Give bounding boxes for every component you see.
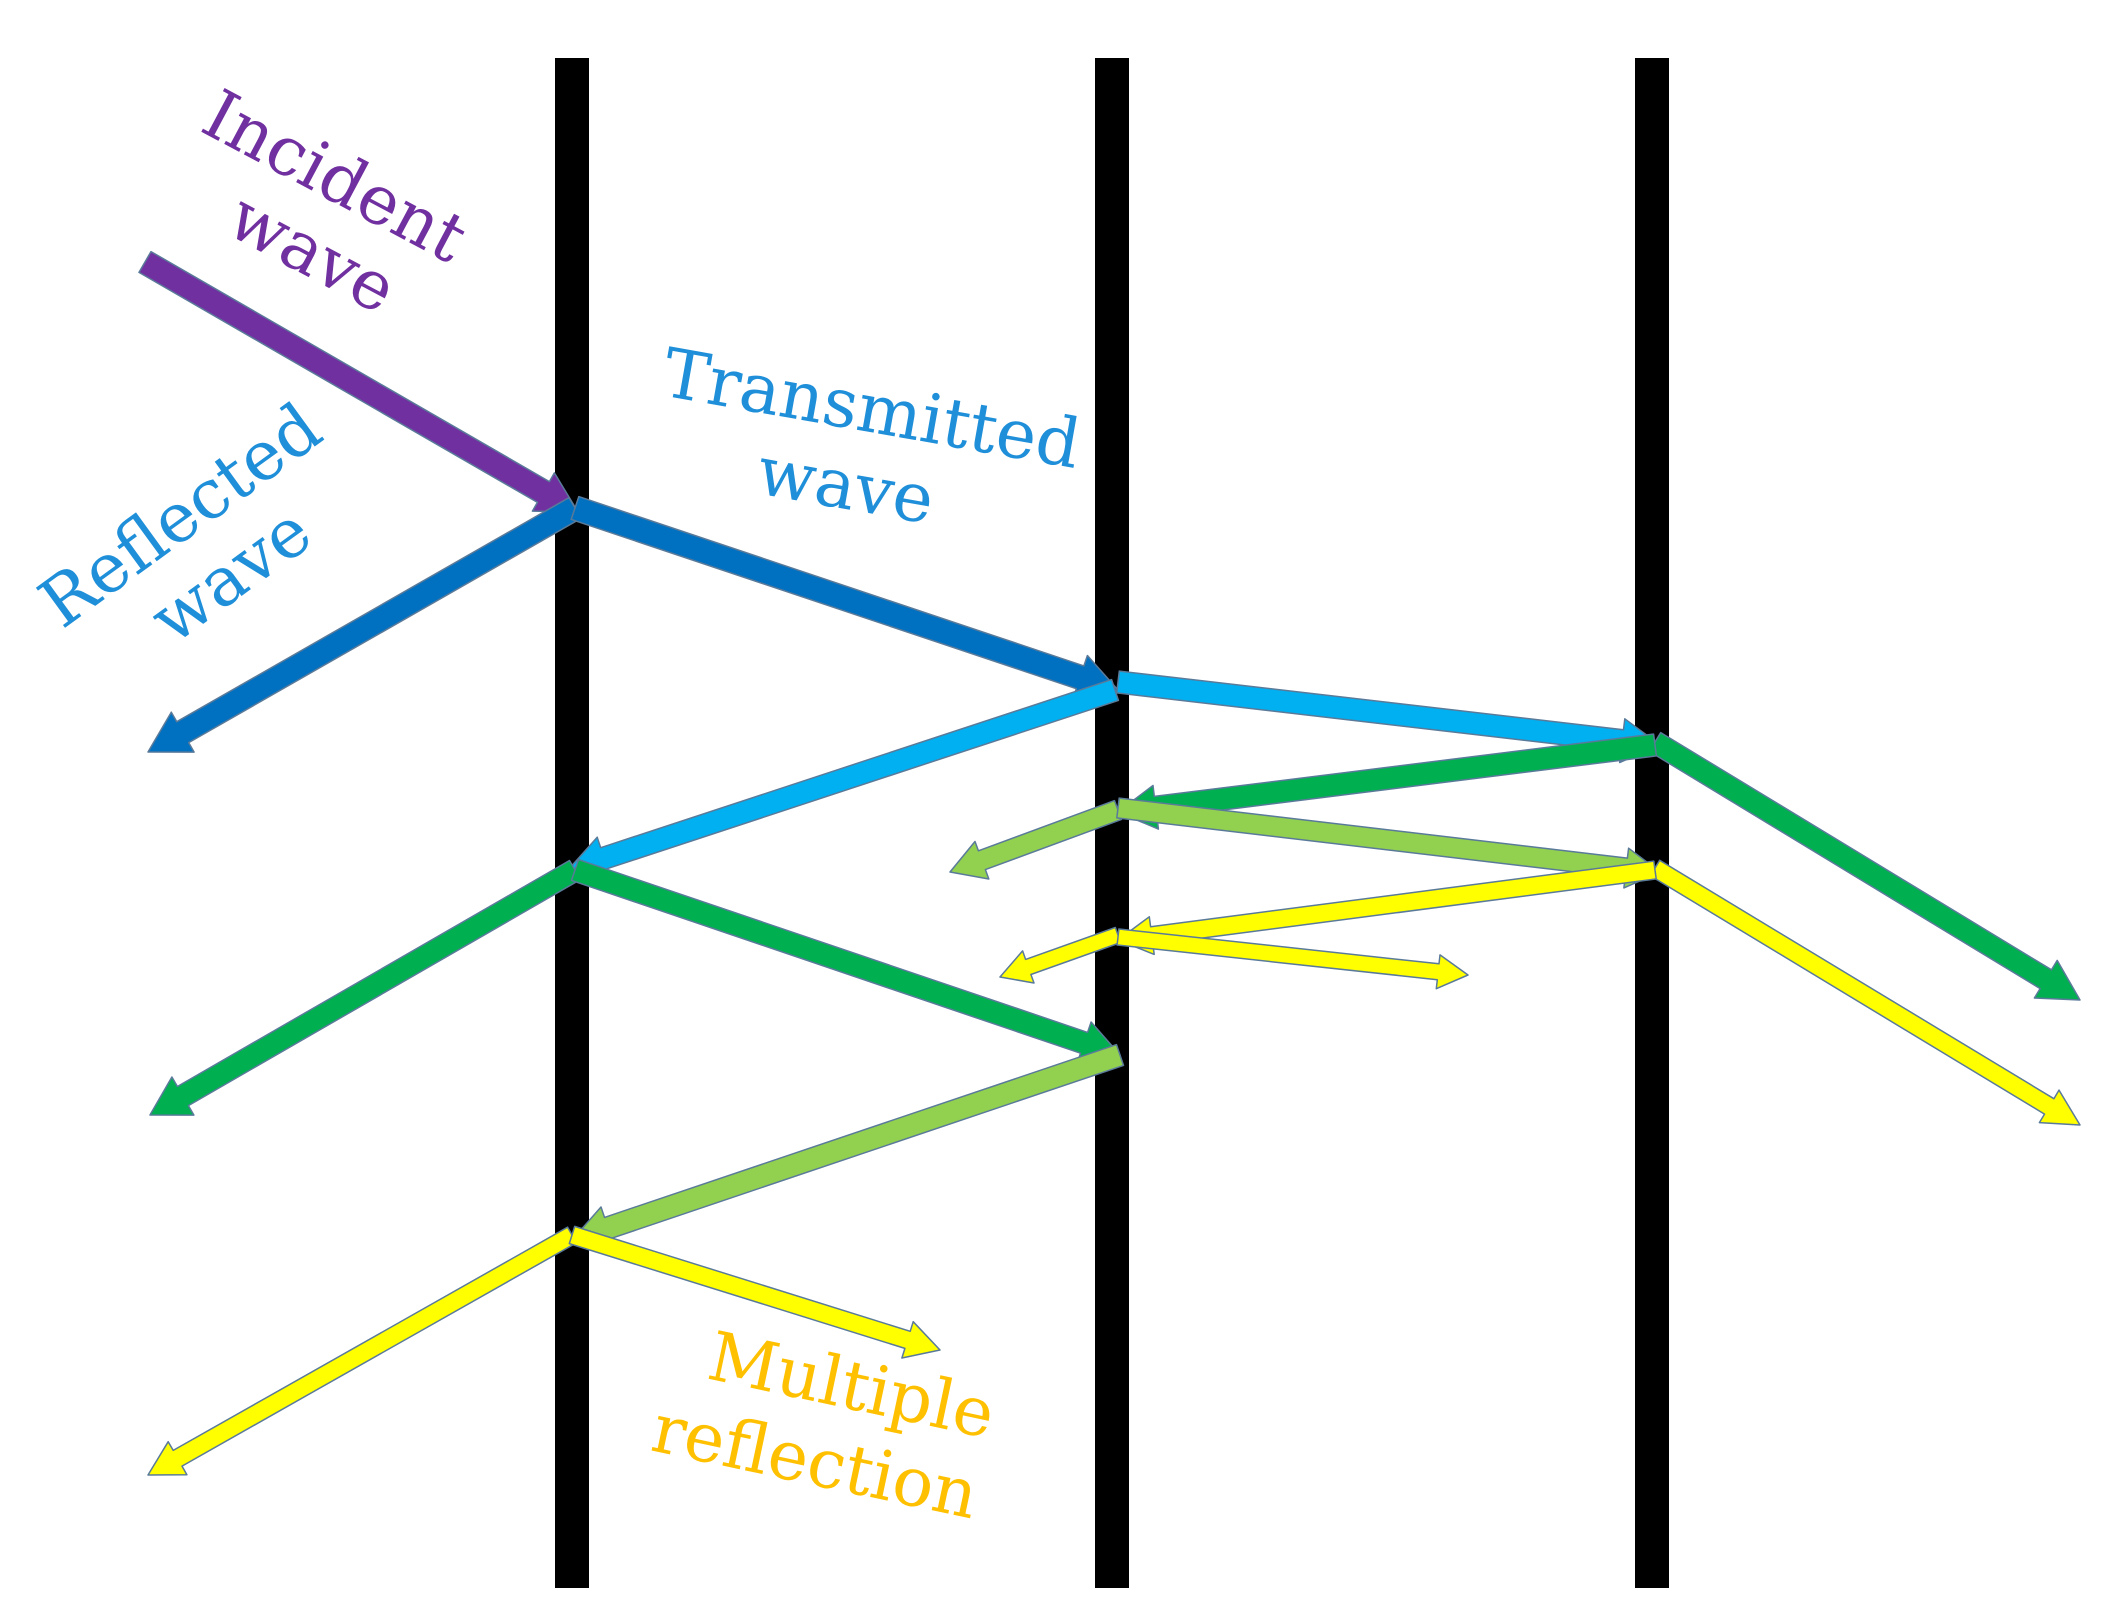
yellow-short-reflected-arrow bbox=[999, 926, 1122, 984]
light-green-reflected-out-arrow bbox=[949, 799, 1123, 880]
green-transmitted-out-arrow bbox=[1648, 731, 2081, 1001]
incident-wave-arrow bbox=[138, 250, 579, 513]
transmitted-wave-label: Transmitted wave bbox=[657, 334, 1086, 540]
reflected-wave-arrow bbox=[147, 496, 582, 753]
arrows bbox=[138, 250, 2081, 1476]
green-transmitted-arrow bbox=[570, 858, 1121, 1065]
yellow-short-transmitted-arrow bbox=[1116, 928, 1469, 990]
green-left-out-arrow bbox=[149, 859, 582, 1116]
light-green-reflected-arrow bbox=[571, 1043, 1125, 1250]
yellow-transmitted-out-arrow bbox=[1649, 859, 2081, 1126]
yellow-left-out-arrow bbox=[147, 1226, 578, 1476]
multiple-reflection-label: Multiple reflection bbox=[645, 1317, 1001, 1535]
barrier-1 bbox=[555, 58, 589, 1588]
yellow-right-arrow bbox=[568, 1225, 941, 1359]
barrier-3 bbox=[1635, 58, 1669, 1588]
transmitted-wave-arrow bbox=[570, 495, 1119, 700]
